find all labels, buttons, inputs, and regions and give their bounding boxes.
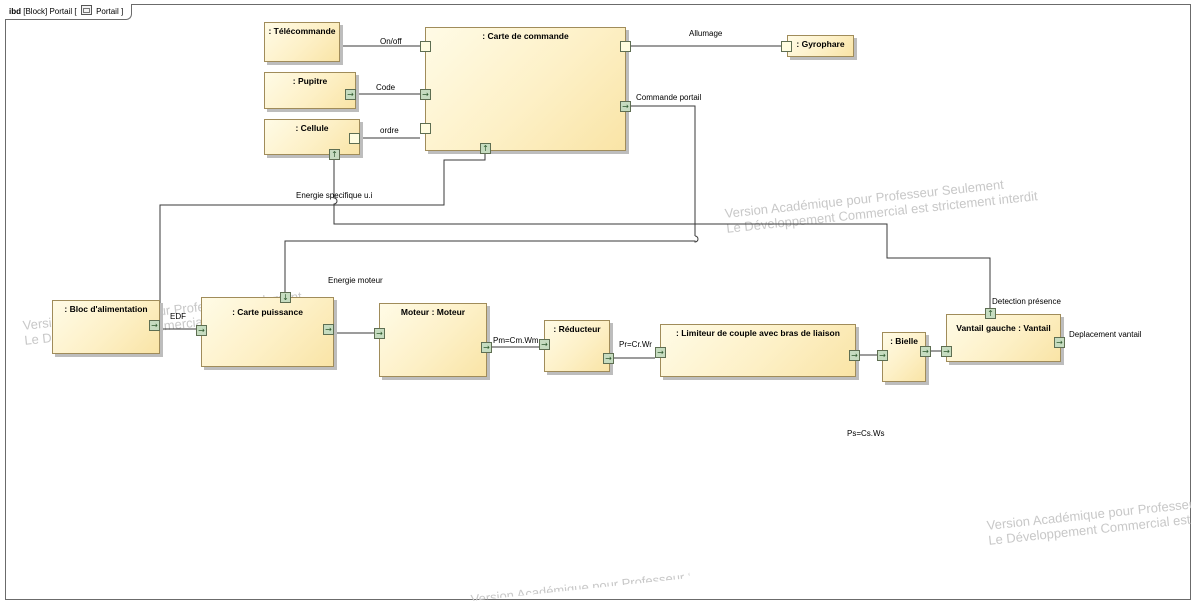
port-moteur-in[interactable]: → [374,328,385,339]
block-vantail[interactable]: Vantail gauche : Vantail [946,314,1061,362]
block-limiteur-name: : Limiteur de couple avec bras de liaiso… [676,328,840,338]
port-commande-energie[interactable]: ↑ [480,143,491,154]
port-limiteur-out[interactable]: → [849,350,860,361]
block-gyrophare[interactable]: : Gyrophare [787,35,854,57]
block-gyrophare-name: : Gyrophare [796,39,845,49]
wire-commande-portail [284,105,699,294]
port-vantail-in[interactable]: → [941,346,952,357]
block-telecommande-name: : Télécommande [268,26,336,36]
block-moteur-name: Moteur : Moteur [400,307,466,317]
port-puissance-edf[interactable]: → [196,325,207,336]
label-energie-moteur: Energie moteur [328,276,383,285]
port-moteur-out[interactable]: → [481,342,492,353]
block-bielle-name: : Bielle [890,336,918,346]
port-pupitre-out[interactable]: → [345,89,356,100]
wire-energie-specifique [159,154,486,320]
block-carte-commande-name: : Carte de commande [482,31,569,41]
block-bloc-alimentation[interactable]: : Bloc d'alimentation [52,300,160,354]
frame-title-end: Portail ] [96,7,124,16]
port-alim-out[interactable]: → [149,320,160,331]
block-cellule-name: : Cellule [295,123,329,133]
port-commande-ordre[interactable] [420,123,431,134]
port-commande-portail-out[interactable]: → [620,101,631,112]
label-ordre: ordre [380,126,399,135]
block-moteur[interactable]: Moteur : Moteur [379,303,487,377]
block-reducteur-name: : Réducteur [553,324,601,334]
port-commande-onoff[interactable] [420,41,431,52]
port-vantail-detection[interactable]: ↑ [985,308,996,319]
block-bloc-alimentation-name: : Bloc d'alimentation [64,304,148,314]
port-bielle-out[interactable]: → [920,346,931,357]
wire-detection [333,156,991,308]
block-vantail-name: Vantail gauche : Vantail [956,323,1051,333]
label-code: Code [376,83,396,92]
label-pm: Pm=Cm.Wm [493,336,539,345]
block-pupitre[interactable]: : Pupitre [264,72,356,109]
port-reducteur-out[interactable]: → [603,353,614,364]
block-cellule[interactable]: : Cellule [264,119,360,155]
diagram-icon [80,5,92,15]
block-carte-commande[interactable]: : Carte de commande [425,27,626,151]
label-energie-specifique: Energie specifique u.i [296,191,373,200]
frame-title: [Block] Portail [ [23,7,77,16]
block-telecommande[interactable]: : Télécommande [264,22,340,62]
label-commande-portail: Commande portail [636,93,702,102]
port-gyrophare-in[interactable] [781,41,792,52]
port-cellule-ordre[interactable] [349,133,360,144]
block-carte-puissance[interactable]: : Carte puissance [201,297,334,367]
block-carte-puissance-name: : Carte puissance [232,307,303,317]
frame-kind: ibd [9,7,21,16]
port-bielle-in[interactable]: → [877,350,888,361]
port-commande-allumage[interactable] [620,41,631,52]
port-reducteur-in[interactable]: → [539,339,550,350]
port-commande-code[interactable]: → [420,89,431,100]
frame-header: ibd [Block] Portail [ Portail ] [5,4,133,20]
label-detection: Detection présence [992,297,1061,306]
block-bielle[interactable]: : Bielle [882,332,926,382]
port-cellule-detection[interactable]: ↑ [329,149,340,160]
port-puissance-out[interactable]: → [323,324,334,335]
port-limiteur-in[interactable]: → [655,347,666,358]
label-allumage: Allumage [689,29,723,38]
label-edf: EDF [170,312,186,321]
port-puissance-commande[interactable]: ↓ [280,292,291,303]
port-vantail-deplacement[interactable]: → [1054,337,1065,348]
label-onoff: On/off [380,37,402,46]
label-pr: Pr=Cr.Wr [619,340,652,349]
block-limiteur[interactable]: : Limiteur de couple avec bras de liaiso… [660,324,856,377]
block-pupitre-name: : Pupitre [292,76,328,86]
label-deplacement: Deplacement vantail [1069,330,1142,339]
label-ps: Ps=Cs.Ws [847,429,885,438]
block-reducteur[interactable]: : Réducteur [544,320,610,372]
